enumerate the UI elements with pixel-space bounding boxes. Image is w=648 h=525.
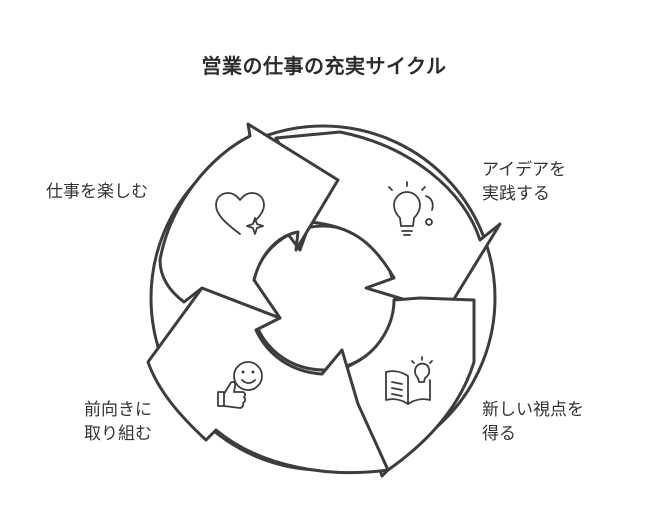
step-label-line: 新しい視点を (482, 400, 584, 420)
step-label-line: 仕事を楽しむ (46, 182, 148, 202)
smile-thumbs-up-icon (217, 361, 263, 409)
step-label-line: アイデアを (482, 160, 567, 180)
cycle-arrow-bottom-left (146, 286, 390, 475)
cycle-arrow-top-left (158, 122, 340, 320)
heart-sparkle-icon (215, 192, 265, 235)
book-lightbulb-icon (385, 356, 433, 405)
step-label-line: 前向きに (84, 400, 152, 420)
step-label-line: 実践する (482, 184, 550, 204)
diagram-title: 営業の仕事の充実サイクル (201, 54, 447, 78)
step-label-line: 取り組む (84, 424, 152, 444)
step-label-line: 得る (482, 424, 516, 444)
step-label-engage-positively: 前向きに 取り組む (84, 398, 152, 446)
lightbulb-icon (388, 181, 434, 236)
step-label-new-perspective: 新しい視点を 得る (482, 398, 584, 446)
step-label-enjoy-work: 仕事を楽しむ (46, 180, 148, 204)
step-label-implement-ideas: アイデアを 実践する (482, 158, 566, 206)
